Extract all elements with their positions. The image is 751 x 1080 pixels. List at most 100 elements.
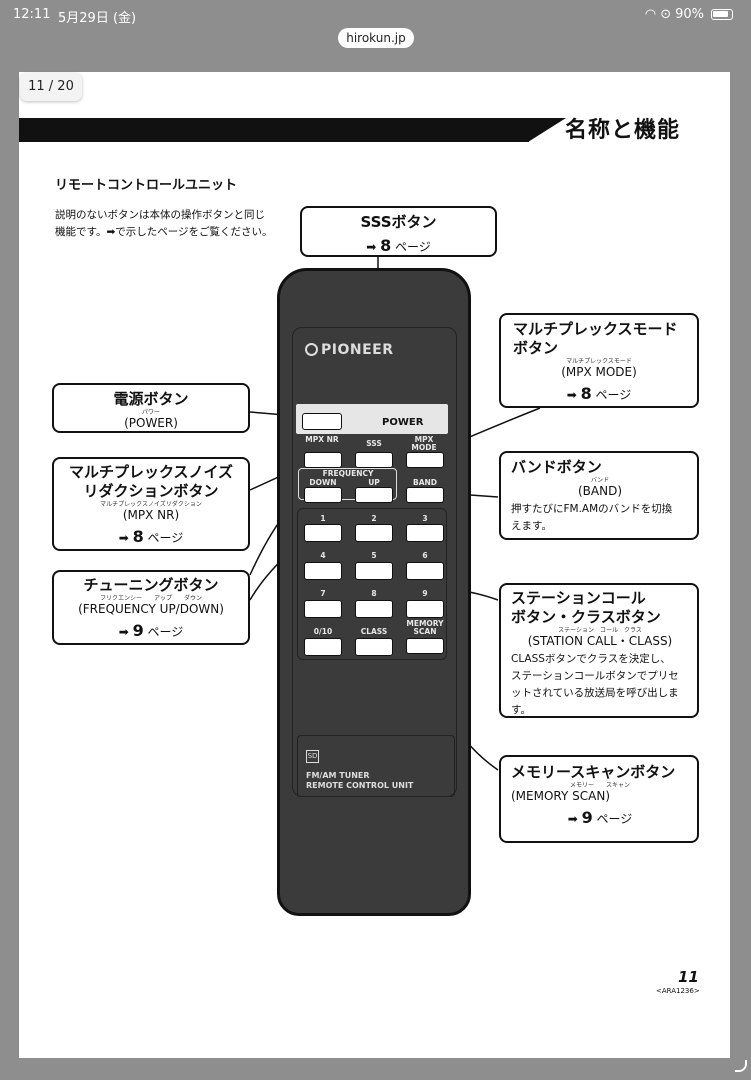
callout-mpx-mode-sub: (MPX MODE) bbox=[561, 365, 637, 379]
memory-scan-button[interactable] bbox=[406, 638, 444, 654]
down-label: DOWN bbox=[309, 478, 337, 487]
sss-button[interactable] bbox=[355, 452, 393, 468]
power-button[interactable] bbox=[302, 413, 342, 430]
frequency-down-button[interactable] bbox=[304, 487, 342, 503]
callout-power-title: 電源ボタン bbox=[113, 390, 189, 408]
intro-line-1: 説明のないボタンは本体の操作ボタンと同じ bbox=[55, 209, 265, 221]
key-1-label: 1 bbox=[320, 514, 326, 523]
brand-logo: PIONEER bbox=[305, 342, 394, 358]
station-key-1[interactable] bbox=[304, 524, 342, 542]
callout-sss: SSSボタン ➡ 8 ページ bbox=[300, 206, 497, 257]
intro-text: 説明のないボタンは本体の操作ボタンと同じ 機能です。➡で示したページをご覧くださ… bbox=[55, 207, 285, 241]
callout-mpx-nr-sub: (MPX NR) bbox=[122, 508, 180, 522]
callout-station-title-2: ボタン・クラスボタン bbox=[511, 608, 661, 626]
frequency-up-button[interactable] bbox=[355, 487, 393, 503]
model-box bbox=[297, 735, 455, 797]
scan-label: SCAN bbox=[413, 627, 437, 636]
sd-logo-icon: SD bbox=[306, 750, 319, 763]
page-heading: 名称と機能 bbox=[565, 118, 681, 143]
band-label: BAND bbox=[412, 478, 438, 487]
arrow-right-icon: ➡ bbox=[118, 531, 133, 545]
zero-ten-button[interactable] bbox=[304, 638, 342, 656]
station-key-9[interactable] bbox=[406, 600, 444, 618]
station-key-7[interactable] bbox=[304, 600, 342, 618]
callout-sss-page-suffix: ページ bbox=[395, 240, 431, 254]
callout-sss-title: SSSボタン bbox=[360, 213, 437, 231]
callout-station-sub: (STATION CALL・CLASS) bbox=[527, 634, 673, 648]
resize-corner-icon bbox=[735, 1060, 747, 1072]
mpx-nr-label: MPX NR bbox=[305, 435, 339, 444]
callout-station-desc-3: ットされている放送局を呼び出しま bbox=[511, 687, 679, 699]
station-key-2[interactable] bbox=[355, 524, 393, 542]
url-pill[interactable]: hirokun.jp bbox=[338, 28, 414, 48]
callout-power-ruby: パワー bbox=[141, 409, 160, 416]
pioneer-logo-icon bbox=[305, 343, 318, 356]
brand-name: PIONEER bbox=[321, 342, 394, 358]
key-7-label: 7 bbox=[320, 589, 326, 598]
class-button[interactable] bbox=[355, 638, 393, 656]
callout-mpx-mode-title-1: マルチプレックスモード bbox=[513, 320, 678, 338]
callout-mpx-nr: マルチプレックスノイズ リダクションボタン マルチプレックスノイズリダクション … bbox=[52, 457, 250, 551]
document-page-number: 11 bbox=[678, 968, 699, 986]
station-key-5[interactable] bbox=[355, 562, 393, 580]
model-line-2: REMOTE CONTROL UNIT bbox=[306, 781, 414, 790]
key-5-label: 5 bbox=[371, 551, 377, 560]
callout-band-sub: (BAND) bbox=[577, 484, 623, 498]
callout-mpx-nr-title-2: リダクションボタン bbox=[83, 482, 219, 500]
callout-tuning-sub: (FREQUENCY UP/DOWN) bbox=[78, 602, 224, 616]
band-button[interactable] bbox=[406, 487, 444, 503]
callout-band: バンドボタン バンド (BAND) 押すたびにFM.AMのバンドを切換えます。 bbox=[499, 451, 699, 540]
callout-tuning: チューニングボタン フリクエンシー アップ ダウン (FREQUENCY UP/… bbox=[52, 570, 250, 645]
callout-mpx-mode-page: ➡ 8 ページ bbox=[501, 384, 697, 403]
callout-tuning-title: チューニングボタン bbox=[83, 576, 219, 594]
callout-station-desc-4: す。 bbox=[511, 704, 531, 716]
header-bar-tip bbox=[528, 118, 566, 142]
key-8-label: 8 bbox=[371, 589, 377, 598]
arrow-right-icon: ➡ bbox=[567, 812, 582, 826]
section-subtitle: リモートコントロールユニット bbox=[55, 178, 238, 193]
mpx-mode-label: MPX MODE bbox=[411, 435, 437, 452]
arrow-right-icon: ➡ bbox=[566, 388, 581, 402]
callout-station-desc: CLASSボタンでクラスを決定し、ステーションコールボタンでプリセットされている… bbox=[511, 651, 689, 719]
model-label: FM/AM TUNER REMOTE CONTROL UNIT bbox=[306, 771, 413, 791]
key-9-label: 9 bbox=[422, 589, 428, 598]
station-key-6[interactable] bbox=[406, 562, 444, 580]
callout-tuning-page: ➡ 9 ページ bbox=[54, 621, 248, 640]
mpx-nr-button[interactable] bbox=[304, 452, 342, 468]
keypad bbox=[297, 508, 447, 660]
callout-band-desc-1: 押すたびにFM.AMのバンドを切換 bbox=[511, 503, 673, 515]
callout-mpx-mode-page-suffix: ページ bbox=[595, 388, 632, 402]
callout-mpx-mode-title-2: ボタン bbox=[513, 339, 559, 357]
class-label: CLASS bbox=[360, 627, 388, 636]
status-time: 12:11 bbox=[13, 7, 51, 22]
sss-label: SSS bbox=[366, 439, 382, 448]
intro-line-2: 機能です。➡で示したページをご覧ください。 bbox=[55, 226, 273, 238]
mpx-mode-button[interactable] bbox=[406, 452, 444, 468]
station-key-3[interactable] bbox=[406, 524, 444, 542]
model-line-1: FM/AM TUNER bbox=[306, 771, 370, 780]
station-key-8[interactable] bbox=[355, 600, 393, 618]
document-page-code: <ARA1236> bbox=[656, 987, 700, 995]
header-bar bbox=[19, 118, 529, 142]
callout-tuning-ruby: フリクエンシー アップ ダウン bbox=[99, 595, 202, 602]
callout-mpx-mode-ruby: マルチプレックスモード bbox=[566, 358, 632, 365]
callout-station-ruby: ステーション コール クラス bbox=[558, 627, 642, 634]
page-indicator: 11 / 20 bbox=[20, 73, 82, 101]
callout-mpx-nr-page: ➡ 8 ページ bbox=[54, 527, 248, 546]
battery-percent: 90% bbox=[675, 7, 704, 22]
callout-memory-scan-title: メモリースキャンボタン bbox=[511, 763, 676, 781]
key-6-label: 6 bbox=[422, 551, 428, 560]
frequency-group bbox=[298, 468, 397, 500]
callout-station-desc-1: CLASSボタンでクラスを決定し、 bbox=[511, 653, 671, 665]
power-label: POWER bbox=[382, 417, 424, 428]
station-key-4[interactable] bbox=[304, 562, 342, 580]
zero-label: 0/10 bbox=[313, 627, 333, 636]
status-right: ◠ ⊙ 90% bbox=[645, 7, 733, 22]
callout-band-ruby: バンド bbox=[590, 477, 610, 484]
key-3-label: 3 bbox=[422, 514, 428, 523]
callout-mpx-mode-page-num: 8 bbox=[580, 384, 592, 403]
status-bar: 12:11 5月29日 (金) ◠ ⊙ 90% bbox=[0, 0, 751, 28]
callout-mpx-mode: マルチプレックスモード ボタン マルチプレックスモード (MPX MODE) ➡… bbox=[499, 313, 699, 408]
callout-memory-scan-page-suffix: ページ bbox=[596, 812, 633, 826]
callout-mpx-nr-ruby: マルチプレックスノイズリダクション bbox=[100, 501, 202, 508]
